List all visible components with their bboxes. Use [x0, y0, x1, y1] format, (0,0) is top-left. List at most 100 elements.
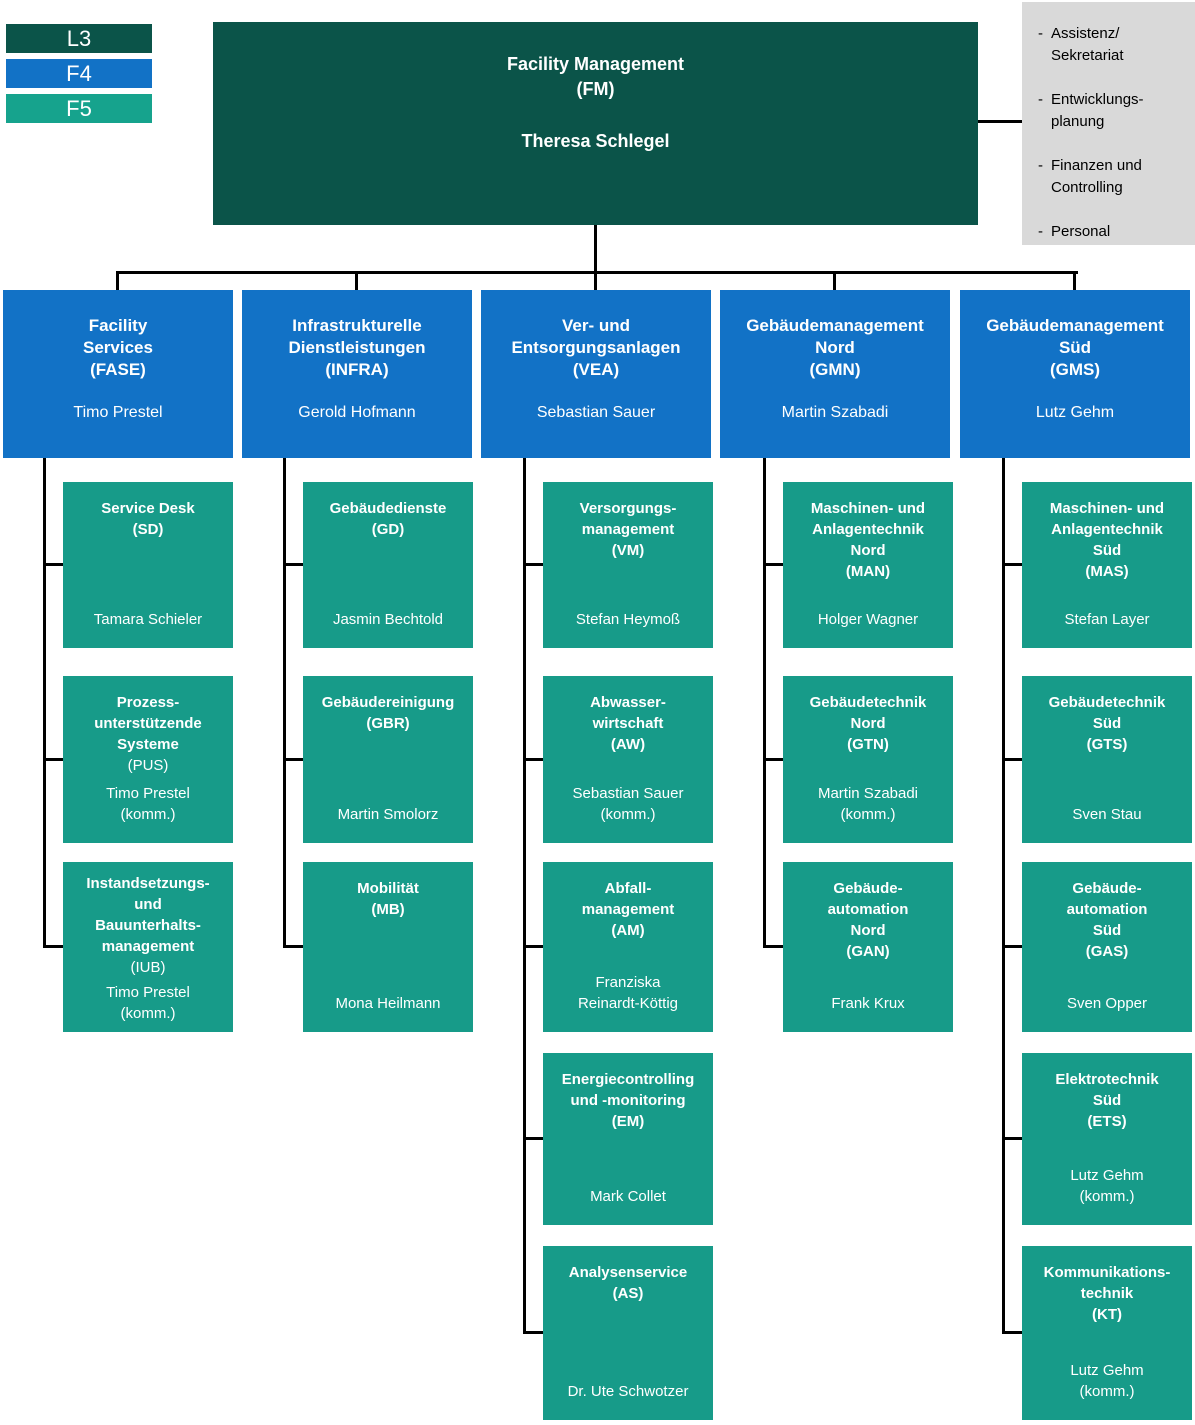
dept-title: Facility Services (FASE) — [83, 316, 153, 379]
stub — [283, 563, 303, 566]
org-node-gan: Gebäude- automation Nord (GAN) Frank Kru… — [783, 862, 953, 1032]
unit-person: Franziska Reinardt-Köttig — [577, 974, 679, 1012]
staff-item: -Entwicklungs- planung — [1038, 89, 1191, 133]
org-node-gbr: Gebäudereinigung (GBR) Martin Smolorz — [303, 676, 473, 843]
unit-title: Abfall- management (AM) — [581, 880, 675, 939]
dept-person: Lutz Gehm — [1035, 404, 1115, 421]
staff-item: -Finanzen und Controlling — [1038, 155, 1191, 199]
connector-bus — [116, 271, 1078, 274]
connector-drop-vea — [594, 271, 597, 291]
unit-person: Tamara Schieler — [93, 611, 203, 628]
org-node-gts: Gebäudetechnik Süd (GTS) Sven Stau — [1022, 676, 1192, 843]
connector-drop-infra — [355, 271, 358, 291]
stub — [523, 758, 543, 761]
unit-person: Sebastian Sauer (komm.) — [572, 785, 684, 823]
dept-title: Ver- und Entsorgungsanlagen (VEA) — [511, 316, 681, 379]
org-node-mas: Maschinen- und Anlagentechnik Süd (MAS) … — [1022, 482, 1192, 648]
org-node-fm-root: Facility Management (FM) Theresa Schlege… — [213, 22, 978, 225]
connector-root-to-staff — [978, 120, 1022, 123]
unit-title: Kommunikations- technik (KT) — [1043, 1264, 1171, 1323]
unit-person: Lutz Gehm (komm.) — [1070, 1362, 1144, 1400]
org-node-gms: Gebäudemanagement Süd (GMS) Lutz Gehm — [960, 290, 1190, 458]
dept-person: Martin Szabadi — [781, 404, 889, 421]
org-node-gas: Gebäude- automation Süd (GAS) Sven Opper — [1022, 862, 1192, 1032]
trunk-fase — [43, 458, 46, 948]
unit-person: Mark Collet — [590, 1188, 666, 1205]
connector-root-drop — [594, 225, 597, 274]
staff-item: -Assistenz/ Sekretariat — [1038, 23, 1191, 67]
root-person: Theresa Schlegel — [521, 131, 670, 151]
unit-person: Sven Stau — [1072, 806, 1142, 823]
unit-code: (PUS) — [127, 757, 169, 774]
org-node-ets: Elektrotechnik Süd (ETS) Lutz Gehm (komm… — [1022, 1053, 1192, 1225]
org-node-kt: Kommunikations- technik (KT) Lutz Gehm (… — [1022, 1246, 1192, 1420]
stub — [763, 758, 783, 761]
org-node-man: Maschinen- und Anlagentechnik Nord (MAN)… — [783, 482, 953, 648]
dept-title: Infrastrukturelle Dienstleistungen (INFR… — [288, 316, 426, 379]
org-node-mb: Mobilität (MB) Mona Heilmann — [303, 862, 473, 1032]
org-node-infra: Infrastrukturelle Dienstleistungen (INFR… — [242, 290, 472, 458]
org-node-sd: Service Desk (SD) Tamara Schieler — [63, 482, 233, 648]
stub — [763, 563, 783, 566]
stub — [43, 563, 63, 566]
unit-title: Service Desk (SD) — [101, 500, 195, 538]
unit-title: Analysenservice (AS) — [568, 1264, 688, 1302]
staff-functions-box: -Assistenz/ Sekretariat -Entwicklungs- p… — [1022, 2, 1195, 245]
unit-title: Prozess- unterstützende Systeme — [94, 694, 202, 753]
stub — [43, 945, 63, 948]
stub — [523, 563, 543, 566]
trunk-gmn — [763, 458, 766, 948]
stub — [1002, 563, 1022, 566]
org-node-fase: Facility Services (FASE) Timo Prestel — [3, 290, 233, 458]
org-node-vm: Versorgungs- management (VM) Stefan Heym… — [543, 482, 713, 648]
unit-person: Dr. Ute Schwotzer — [567, 1383, 689, 1400]
stub — [283, 945, 303, 948]
stub — [1002, 945, 1022, 948]
staff-item: -Personal — [1038, 221, 1191, 243]
legend-item-f5: F5 — [6, 94, 152, 123]
dept-title: Gebäudemanagement Nord (GMN) — [746, 316, 924, 379]
unit-person: Mona Heilmann — [335, 995, 441, 1012]
unit-code: (IUB) — [130, 959, 166, 976]
unit-title: Gebäudereinigung (GBR) — [321, 694, 455, 732]
org-node-vea: Ver- und Entsorgungsanlagen (VEA) Sebast… — [481, 290, 711, 458]
bullet-dash: - — [1038, 223, 1043, 240]
unit-person: Stefan Layer — [1064, 611, 1150, 628]
unit-title: Gebäudetechnik Nord (GTN) — [809, 694, 927, 753]
unit-person: Timo Prestel (komm.) — [106, 984, 190, 1022]
org-node-aw: Abwasser- wirtschaft (AW) Sebastian Saue… — [543, 676, 713, 843]
unit-person: Timo Prestel (komm.) — [106, 785, 190, 823]
unit-title: Gebäude- automation Süd (GAS) — [1066, 880, 1148, 960]
stub — [523, 945, 543, 948]
trunk-vea — [523, 458, 526, 1334]
org-node-am: Abfall- management (AM) Franziska Reinar… — [543, 862, 713, 1032]
unit-person: Martin Szabadi (komm.) — [817, 785, 919, 823]
stub — [523, 1137, 543, 1140]
unit-person: Frank Krux — [831, 995, 905, 1012]
unit-title: Maschinen- und Anlagentechnik Nord (MAN) — [810, 500, 926, 580]
stub — [1002, 1137, 1022, 1140]
stub — [43, 758, 63, 761]
stub — [763, 945, 783, 948]
org-node-gmn: Gebäudemanagement Nord (GMN) Martin Szab… — [720, 290, 950, 458]
unit-person: Jasmin Bechtold — [332, 611, 444, 628]
dept-title: Gebäudemanagement Süd (GMS) — [986, 316, 1164, 379]
org-node-iub: Instandsetzungs- und Bauunterhalts- mana… — [63, 862, 233, 1032]
unit-person: Lutz Gehm (komm.) — [1070, 1167, 1144, 1205]
org-node-em: Energiecontrolling und -monitoring (EM) … — [543, 1053, 713, 1225]
stub — [523, 1331, 543, 1334]
bullet-dash: - — [1038, 157, 1043, 174]
dept-person: Timo Prestel — [73, 404, 163, 421]
stub — [283, 758, 303, 761]
bullet-dash: - — [1038, 25, 1043, 42]
dept-person: Gerold Hofmann — [298, 404, 416, 421]
dept-person: Sebastian Sauer — [536, 404, 656, 421]
org-node-gd: Gebäudedienste (GD) Jasmin Bechtold — [303, 482, 473, 648]
stub — [1002, 1331, 1022, 1334]
bullet-dash: - — [1038, 91, 1043, 108]
trunk-gms — [1002, 458, 1005, 1334]
unit-person: Sven Opper — [1066, 995, 1148, 1012]
org-node-pus: Prozess- unterstützende Systeme (PUS) Tim… — [63, 676, 233, 843]
unit-title: Mobilität (MB) — [357, 880, 419, 918]
unit-person: Stefan Heymoß — [575, 611, 681, 628]
